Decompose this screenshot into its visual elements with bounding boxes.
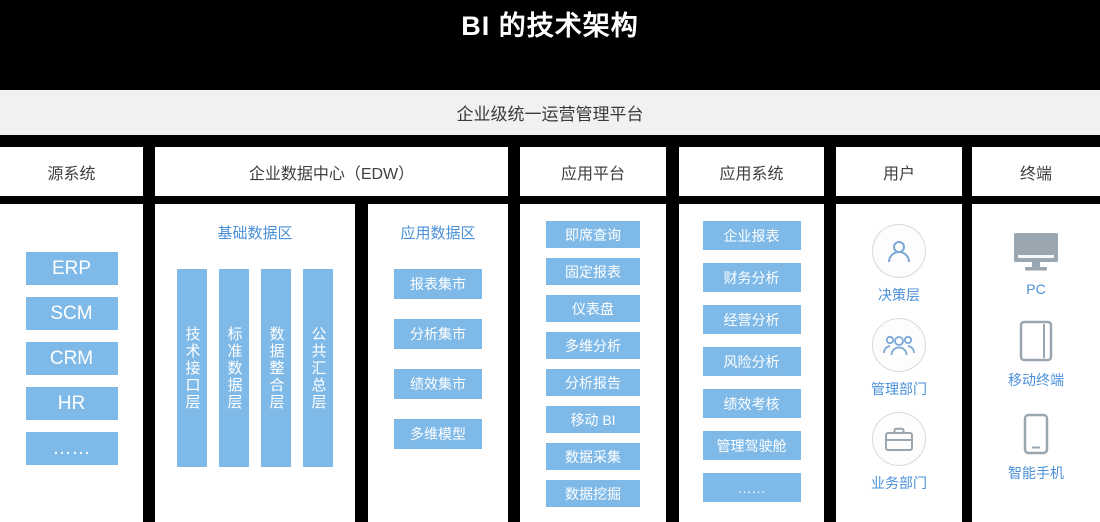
platform-item-data-collection: 数据采集 (546, 443, 640, 470)
edw-layer-tech-interface: 技术接口层 (177, 269, 207, 467)
terminal-group-smartphone: 智能手机 (1008, 412, 1064, 483)
terminal-label-smartphone: 智能手机 (1008, 465, 1064, 481)
briefcase-icon (872, 412, 926, 466)
platform-item-dashboard: 仪表盘 (546, 295, 640, 322)
system-item-risk-analysis: 风险分析 (702, 347, 801, 376)
column-header-terminal: 终端 (972, 147, 1100, 196)
platform-band: 企业级统一运营管理平台 (0, 90, 1100, 135)
group-icon (872, 318, 926, 372)
edw-layer-data-integration: 数据整合层 (261, 269, 291, 467)
smartphone-icon (1023, 412, 1049, 456)
edw-appdata-title: 应用数据区 (400, 225, 476, 242)
edw-appdata-boxes: 报表集市 分析集市 绩效集市 多维模型 (394, 269, 482, 449)
edw-appdata-panel: 应用数据区 报表集市 分析集市 绩效集市 多维模型 (368, 204, 508, 522)
platform-item-adhoc-query: 即席查询 (546, 221, 640, 248)
page-title: BI 的技术架构 (461, 11, 639, 41)
column-header-app-platform: 应用平台 (520, 147, 666, 196)
desktop-icon (1012, 230, 1060, 274)
edw-layer-bars: 技术接口层 标准数据层 数据整合层 公共汇总层 (177, 269, 333, 467)
appdata-item-analysis-mart: 分析集市 (394, 319, 482, 349)
source-item-crm: CRM (25, 342, 118, 375)
edw-layer-label: 公共汇总层 (309, 325, 327, 411)
source-item-hr: HR (25, 387, 118, 420)
edw-basic-panel: 基础数据区 技术接口层 标准数据层 数据整合层 公共汇总层 (155, 204, 355, 522)
source-item-scm: SCM (25, 297, 118, 330)
terminal-group-tablet: 移动终端 (1008, 319, 1064, 390)
terminal-panel: PC 移动终端 智能手机 (972, 204, 1100, 522)
app-system-panel: 企业报表 财务分析 经营分析 风险分析 绩效考核 管理驾驶舱 …… (679, 204, 824, 522)
edw-layer-label: 技术接口层 (183, 325, 201, 411)
platform-item-data-mining: 数据挖掘 (546, 480, 640, 507)
terminal-group-pc: PC (1012, 230, 1060, 297)
system-item-management-cockpit: 管理驾驶舱 (702, 431, 801, 460)
system-item-more: …… (702, 473, 801, 502)
platform-item-multidim-analysis: 多维分析 (546, 332, 640, 359)
source-item-more: …… (25, 432, 118, 465)
column-header-users: 用户 (836, 147, 962, 196)
source-item-erp: ERP (25, 252, 118, 285)
edw-layer-label: 数据整合层 (267, 325, 285, 411)
column-header-edw: 企业数据中心（EDW） (155, 147, 508, 196)
users-panel: 决策层 管理部门 (836, 204, 962, 522)
user-label-decision: 决策层 (878, 287, 920, 303)
platform-item-analysis-report: 分析报告 (546, 369, 640, 396)
user-group-decision: 决策层 (872, 224, 926, 305)
user-group-management: 管理部门 (871, 318, 927, 399)
column-header-source: 源系统 (0, 147, 143, 196)
column-header-app-system: 应用系统 (679, 147, 824, 196)
edw-layer-public-summary: 公共汇总层 (303, 269, 333, 467)
user-label-business: 业务部门 (871, 475, 927, 491)
appdata-item-multidim-model: 多维模型 (394, 419, 482, 449)
platform-band-label: 企业级统一运营管理平台 (456, 105, 644, 124)
system-item-financial-analysis: 财务分析 (702, 263, 801, 292)
terminal-label-mobile: 移动终端 (1008, 372, 1064, 388)
appdata-item-performance-mart: 绩效集市 (394, 369, 482, 399)
source-panel: ERP SCM CRM HR …… (0, 204, 143, 522)
system-item-enterprise-report: 企业报表 (702, 221, 801, 250)
appdata-item-report-mart: 报表集市 (394, 269, 482, 299)
system-item-performance-assessment: 绩效考核 (702, 389, 801, 418)
edw-layer-standard-data: 标准数据层 (219, 269, 249, 467)
app-platform-panel: 即席查询 固定报表 仪表盘 多维分析 分析报告 移动 BI 数据采集 数据挖掘 (520, 204, 666, 522)
user-group-business: 业务部门 (871, 412, 927, 493)
terminal-label-pc: PC (1026, 281, 1046, 297)
system-item-business-analysis: 经营分析 (702, 305, 801, 334)
user-label-management: 管理部门 (871, 381, 927, 397)
edw-basic-title: 基础数据区 (217, 225, 293, 242)
edw-layer-label: 标准数据层 (225, 325, 243, 411)
user-icon (872, 224, 926, 278)
tablet-icon (1019, 319, 1053, 363)
platform-item-mobile-bi: 移动 BI (546, 406, 640, 433)
platform-item-fixed-report: 固定报表 (546, 258, 640, 285)
